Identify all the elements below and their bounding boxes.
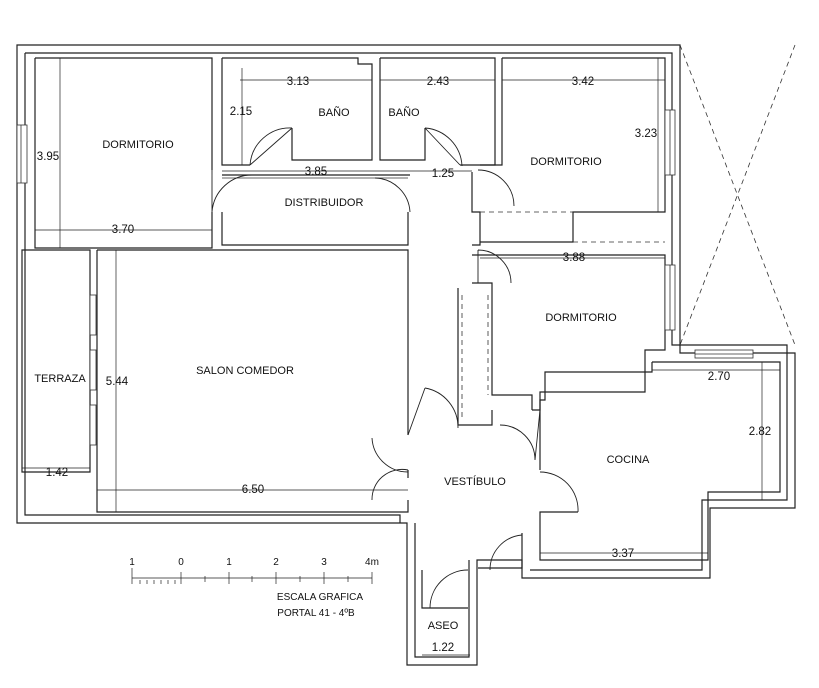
label-bano-2: BAÑO xyxy=(388,106,420,119)
dashed-lines xyxy=(461,44,796,420)
label-terraza: TERRAZA xyxy=(34,373,86,385)
dim-cocina-width-top: 2.70 xyxy=(708,371,730,383)
scale-tick-label: 1 xyxy=(129,557,135,568)
label-cocina: COCINA xyxy=(607,454,650,466)
label-dormitorio-2: DORMITORIO xyxy=(530,156,602,168)
dim-aseo-width: 1.22 xyxy=(432,642,454,654)
door-dormitorio-3 xyxy=(477,249,512,284)
scale-tick-label: 1 xyxy=(226,557,232,568)
label-dormitorio-3: DORMITORIO xyxy=(545,312,617,324)
label-dormitorio-1: DORMITORIO xyxy=(102,139,174,151)
window-dormitorio-1 xyxy=(16,124,28,184)
dim-bano2-width: 2.43 xyxy=(427,76,449,88)
scale-tick-label: 2 xyxy=(273,557,279,568)
door-bano-2 xyxy=(424,127,463,167)
scale-title: ESCALA GRAFICA xyxy=(277,592,363,603)
dim-dorm3-width: 3.88 xyxy=(563,252,585,264)
dim-cocina-width-bottom: 3.37 xyxy=(612,548,634,560)
dim-dorm2-height: 3.23 xyxy=(635,128,657,140)
label-bano-1: BAÑO xyxy=(318,106,350,119)
room-labels: DORMITORIO BAÑO BAÑO DORMITORIO DISTRIBU… xyxy=(34,106,650,632)
windows xyxy=(16,109,754,446)
dim-terraza-width: 1.42 xyxy=(46,467,68,479)
exterior-walls xyxy=(16,44,796,666)
scale-bar: 1 0 1 2 3 4m ESCALA GRAFICA PORTAL 41 - … xyxy=(129,557,379,619)
scale-tick-label: 4m xyxy=(365,557,379,568)
door-cocina-1 xyxy=(499,409,541,461)
scale-tick-label: 0 xyxy=(178,557,184,568)
door-bano-1 xyxy=(249,127,293,166)
dim-salon-width: 6.50 xyxy=(242,484,264,496)
dim-bano1-width: 3.13 xyxy=(287,76,309,88)
dim-distrib-gap: 1.25 xyxy=(432,168,454,180)
dim-dorm1-width: 3.70 xyxy=(112,224,134,236)
scale-tick-label: 3 xyxy=(321,557,327,568)
door-distribuidor xyxy=(374,177,411,213)
label-salon-comedor: SALON COMEDOR xyxy=(196,365,294,377)
label-distribuidor: DISTRIBUIDOR xyxy=(285,197,364,209)
dim-dorm2-width: 3.42 xyxy=(572,76,594,88)
dim-cocina-height: 2.82 xyxy=(749,426,771,438)
door-aseo xyxy=(429,569,469,609)
doors xyxy=(211,127,579,609)
scale-subtitle: PORTAL 41 - 4ºB xyxy=(277,608,355,619)
label-aseo: ASEO xyxy=(428,620,459,632)
dimension-labels: 3.95 3.70 3.13 2.15 2.43 3.42 3.23 3.85 … xyxy=(37,76,771,654)
interior-walls xyxy=(21,57,781,609)
label-vestibulo: VESTÍBULO xyxy=(444,475,506,488)
dim-dorm1-height: 3.95 xyxy=(37,151,59,163)
door-aseo-outer xyxy=(489,534,523,571)
dim-bano1-height: 2.15 xyxy=(230,106,252,118)
door-dormitorio-2 xyxy=(477,169,515,207)
door-salon-1 xyxy=(371,437,409,473)
dim-distrib-width: 3.85 xyxy=(305,166,327,178)
dim-salon-height: 5.44 xyxy=(106,376,129,388)
dimension-lines xyxy=(22,58,780,656)
